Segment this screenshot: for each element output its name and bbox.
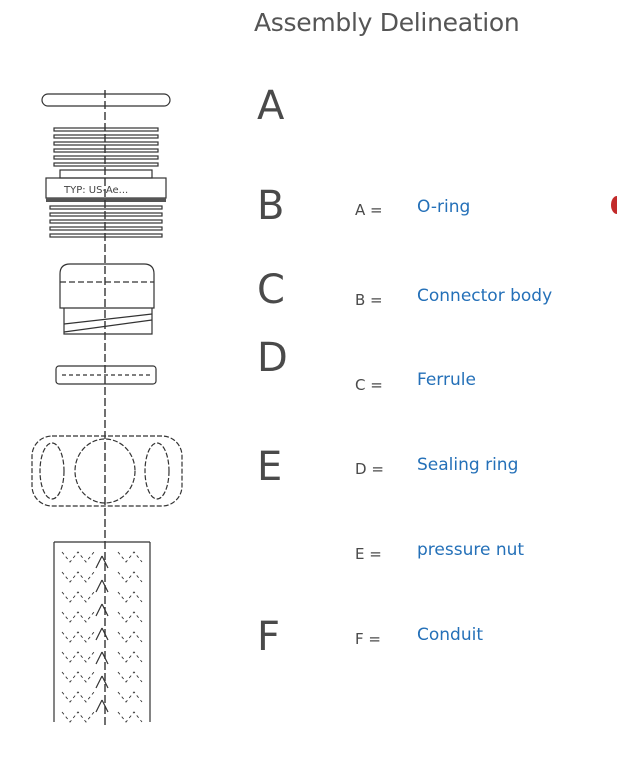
legend-key-d: D = [355,460,384,478]
legend-key-c: C = [355,376,383,394]
page-title: Assembly Delineation [254,8,520,37]
o-ring-part [41,93,171,107]
legend-value-o-ring: O-ring [417,197,471,217]
sealing-ring-part [55,365,157,385]
letter-d: D [257,335,288,381]
letter-e: E [257,444,283,490]
legend-value-pressure-nut: pressure nut [417,540,525,560]
connector-body-part: TYP: US-Ae... [45,127,167,238]
legend-value-connector-body: Connector body [417,286,553,306]
legend-key-f: F = [355,630,381,648]
pressure-nut-part [31,435,183,507]
letter-a: A [257,83,285,129]
letter-b: B [257,183,285,229]
letter-c: C [257,267,285,313]
legend-value-conduit: Conduit [417,625,483,645]
legend-value-ferrule: Ferrule [417,370,476,390]
ferrule-part [59,263,155,335]
legend-key-a: A = [355,201,383,219]
edge-red-mark [611,196,617,214]
conduit-part [53,541,151,723]
legend-key-e: E = [355,545,382,563]
type-plate-text: TYP: US-Ae... [63,185,128,196]
legend-key-b: B = [355,291,383,309]
legend-value-sealing-ring: Sealing ring [417,455,519,475]
exploded-assembly-drawing: TYP: US-Ae... [31,90,183,726]
letter-f: F [257,614,281,660]
